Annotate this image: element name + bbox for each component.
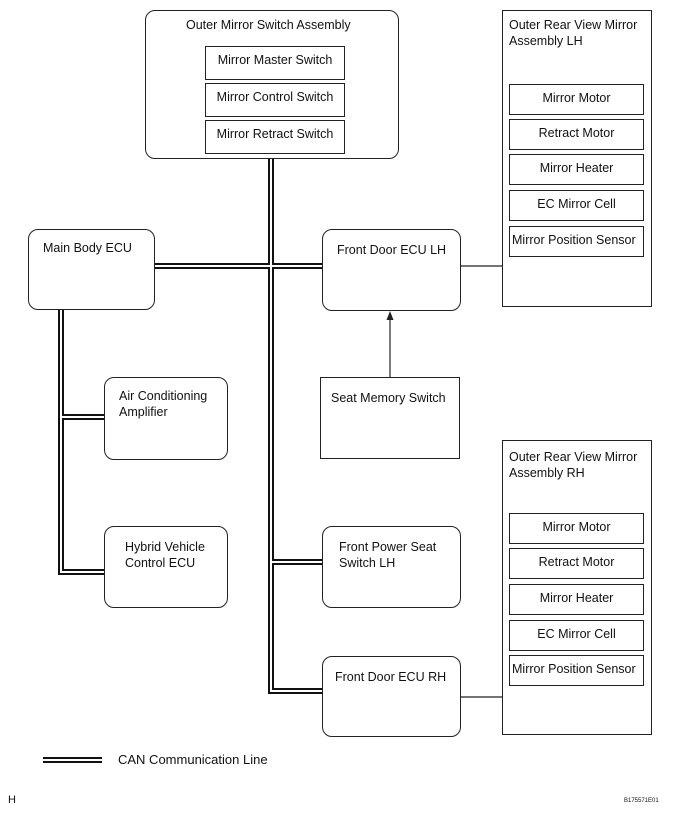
mirror-rh-retract-motor: Retract Motor	[509, 548, 644, 579]
seat-memory-switch: Seat Memory Switch	[320, 377, 460, 459]
mirror-master-switch: Mirror Master Switch	[205, 46, 345, 80]
main-body-ecu: Main Body ECU	[28, 229, 155, 310]
main-body-ecu-label: Main Body ECU	[43, 241, 132, 255]
hybrid-vehicle-control-ecu-label: Hybrid Vehicle Control ECU	[125, 540, 205, 570]
arrow-head	[386, 311, 394, 320]
air-conditioning-amplifier: Air Conditioning Amplifier	[104, 377, 228, 460]
front-door-ecu-rh: Front Door ECU RH	[322, 656, 461, 737]
mirror-lh-retract-motor: Retract Motor	[509, 119, 644, 150]
front-door-ecu-lh: Front Door ECU LH	[322, 229, 461, 311]
mirror-rh-mirror-heater: Mirror Heater	[509, 584, 644, 615]
seat-memory-switch-label: Seat Memory Switch	[331, 391, 446, 405]
front-power-seat-switch-lh-label: Front Power Seat Switch LH	[339, 540, 437, 570]
mirror-lh-mirror-position-sensor: Mirror Position Sensor	[509, 226, 644, 257]
outer-mirror-switch-title: Outer Mirror Switch Assembly	[186, 18, 351, 32]
mirror-rh-mirror-position-sensor: Mirror Position Sensor	[509, 655, 644, 686]
mirror-rh-mirror-motor: Mirror Motor	[509, 513, 644, 544]
air-conditioning-amplifier-label: Air Conditioning Amplifier	[119, 389, 208, 419]
front-power-seat-switch-lh: Front Power Seat Switch LH	[322, 526, 461, 608]
front-door-ecu-rh-label: Front Door ECU RH	[335, 670, 447, 684]
mirror-lh-mirror-heater: Mirror Heater	[509, 154, 644, 185]
signal-wires	[389, 265, 502, 698]
mirror-lh-mirror-motor: Mirror Motor	[509, 84, 644, 115]
mirror-control-switch: Mirror Control Switch	[205, 83, 345, 117]
mirror-lh-ec-mirror-cell: EC Mirror Cell	[509, 190, 644, 221]
legend-can-line-label: CAN Communication Line	[118, 752, 268, 767]
mirror-lh-title: Outer Rear View Mirror Assembly LH	[509, 18, 638, 48]
figure-code: B175571E01	[624, 798, 659, 804]
mirror-rh-ec-mirror-cell: EC Mirror Cell	[509, 620, 644, 651]
front-door-ecu-lh-label: Front Door ECU LH	[337, 243, 447, 257]
hybrid-vehicle-control-ecu: Hybrid Vehicle Control ECU	[104, 526, 228, 608]
corner-letter: H	[8, 794, 16, 806]
can-bus-lines	[43, 158, 322, 763]
mirror-rh-title: Outer Rear View Mirror Assembly RH	[509, 450, 638, 480]
mirror-retract-switch: Mirror Retract Switch	[205, 120, 345, 154]
